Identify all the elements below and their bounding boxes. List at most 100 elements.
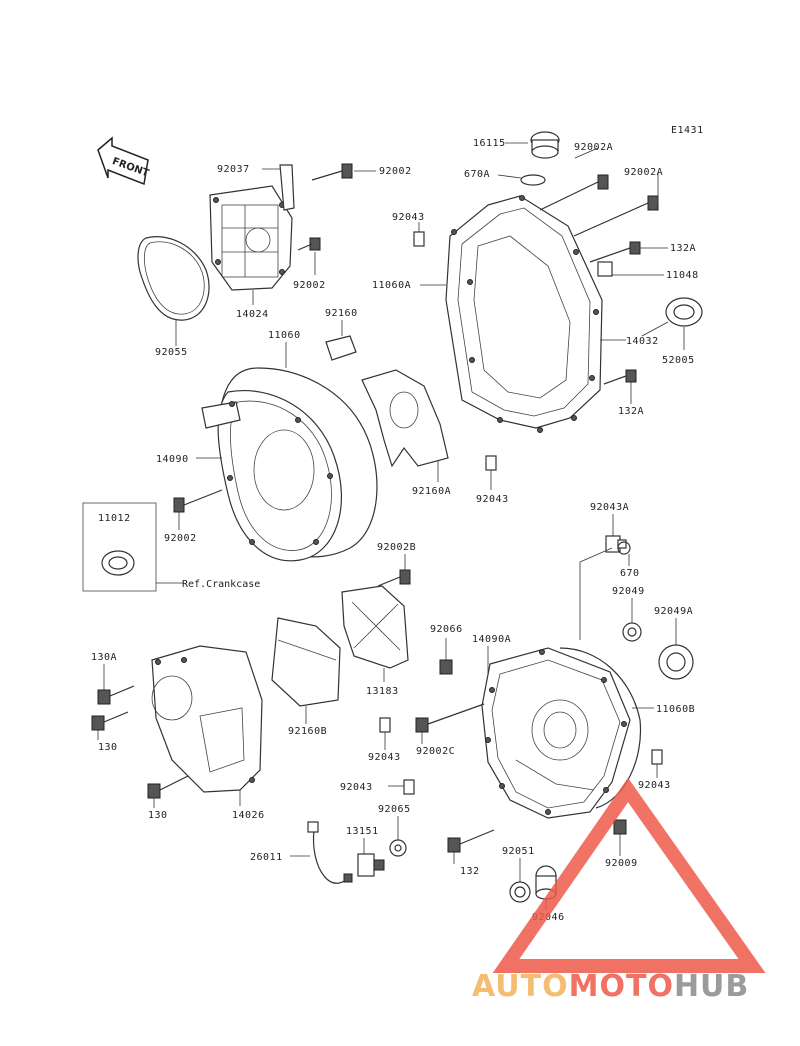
cover-14032 (445, 195, 603, 433)
cover-14026 (151, 645, 263, 793)
label-14090A: 14090A (472, 634, 511, 645)
bracket-92160A (361, 369, 449, 468)
label-92065: 92065 (378, 804, 411, 815)
label-670: 670 (620, 568, 640, 579)
label-92160B: 92160B (288, 726, 327, 737)
label-92043-top: 92043 (392, 212, 425, 223)
label-132: 132 (460, 866, 480, 877)
seal-92049A (658, 644, 694, 680)
label-92043-b3: 92043 (638, 780, 671, 791)
seal-92049 (622, 622, 642, 642)
label-130-1: 130 (98, 742, 118, 753)
label-11060B: 11060B (656, 704, 695, 715)
pad-92160B (271, 617, 341, 707)
label-13183: 13183 (366, 686, 399, 697)
watermark-moto: MOTO (569, 969, 674, 1004)
cover-14090A (481, 647, 631, 819)
label-92002A-2: 92002A (624, 167, 663, 178)
label-92049: 92049 (612, 586, 645, 597)
watermark-hub: HUB (674, 969, 749, 1004)
label-11060A: 11060A (372, 280, 411, 291)
label-14026: 14026 (232, 810, 265, 821)
label-92002B: 92002B (377, 542, 416, 553)
cap-16115 (530, 131, 560, 159)
label-92002-top: 92002 (379, 166, 412, 177)
label-92051: 92051 (502, 846, 535, 857)
bolt-92066 (439, 659, 453, 675)
watermark-logo: AUTOMOTOHUB (472, 777, 766, 1004)
label-92037: 92037 (217, 164, 250, 175)
seal-52005 (665, 297, 703, 327)
washer-92065 (389, 839, 407, 857)
cover-14024 (209, 185, 293, 291)
gasket-92055 (137, 236, 210, 321)
label-14024: 14024 (236, 309, 269, 320)
label-92043-mid: 92043 (476, 494, 509, 505)
bolt-130A (97, 685, 135, 705)
label-92002A-1: 92002A (574, 142, 613, 153)
bolt-92002-mid (297, 237, 321, 251)
clip-11048 (597, 261, 613, 277)
oring-670A (520, 174, 546, 186)
label-132A-2: 132A (618, 406, 644, 417)
switch-13151 (357, 853, 385, 877)
ref-crankcase-box (82, 502, 184, 592)
bolt-92009 (613, 819, 627, 835)
dowel-92043A (605, 535, 627, 553)
label-16115: 16115 (473, 138, 506, 149)
seal-92051 (509, 881, 531, 903)
bolt-132 (447, 829, 495, 853)
label-92043A: 92043A (590, 502, 629, 513)
label-13151: 13151 (346, 826, 379, 837)
label-92009: 92009 (605, 858, 638, 869)
bolts-92002A (539, 174, 659, 237)
bolt-130-b (147, 775, 189, 799)
label-92066: 92066 (430, 624, 463, 635)
bracket-92037 (279, 164, 295, 211)
label-132A-1: 132A (670, 243, 696, 254)
bolt-92002B (377, 569, 411, 587)
pad-92160 (325, 335, 357, 361)
bolt-132A-low (603, 369, 637, 385)
label-92160: 92160 (325, 308, 358, 319)
label-92049A: 92049A (654, 606, 693, 617)
label-11012: 11012 (98, 513, 131, 524)
label-26011: 26011 (250, 852, 283, 863)
label-52005: 52005 (662, 355, 695, 366)
label-92055: 92055 (155, 347, 188, 358)
watermark-text: AUTOMOTOHUB (472, 969, 749, 1004)
label-92043-b1: 92043 (368, 752, 401, 763)
bolt-132A-top (589, 241, 641, 263)
oring-670 (617, 541, 631, 555)
bolt-92002-low (173, 489, 223, 513)
dowel-92043-b3 (651, 749, 663, 765)
front-arrow-icon: FRONT (97, 136, 150, 186)
plate-13183 (341, 585, 409, 669)
dowel-92043-mid (485, 455, 497, 471)
label-92002-mid: 92002 (293, 280, 326, 291)
label-92160A: 92160A (412, 486, 451, 497)
label-11048: 11048 (666, 270, 699, 281)
label-92043-b2: 92043 (340, 782, 373, 793)
label-14032: 14032 (626, 336, 659, 347)
label-670A: 670A (464, 169, 490, 180)
warning-triangle-icon (492, 777, 766, 973)
wire-26011 (307, 821, 353, 884)
label-92002C: 92002C (416, 746, 455, 757)
bolt-92002C (415, 703, 485, 733)
bolt-92002-top (311, 163, 353, 181)
dowel-92043-top (413, 231, 425, 247)
dowel-92043-b1 (379, 717, 391, 733)
bolt-130-a (91, 711, 129, 731)
cover-14090 (201, 390, 342, 562)
label-130-2: 130 (148, 810, 168, 821)
watermark-auto: AUTO (472, 969, 569, 1004)
diagram-code: E1431 (671, 125, 704, 136)
label-14090: 14090 (156, 454, 189, 465)
label-130A: 130A (91, 652, 117, 663)
ref-crankcase-note: Ref.Crankcase (182, 579, 260, 590)
label-11060: 11060 (268, 330, 301, 341)
label-92002-low: 92002 (164, 533, 197, 544)
dowel-92043-b2 (403, 779, 415, 795)
